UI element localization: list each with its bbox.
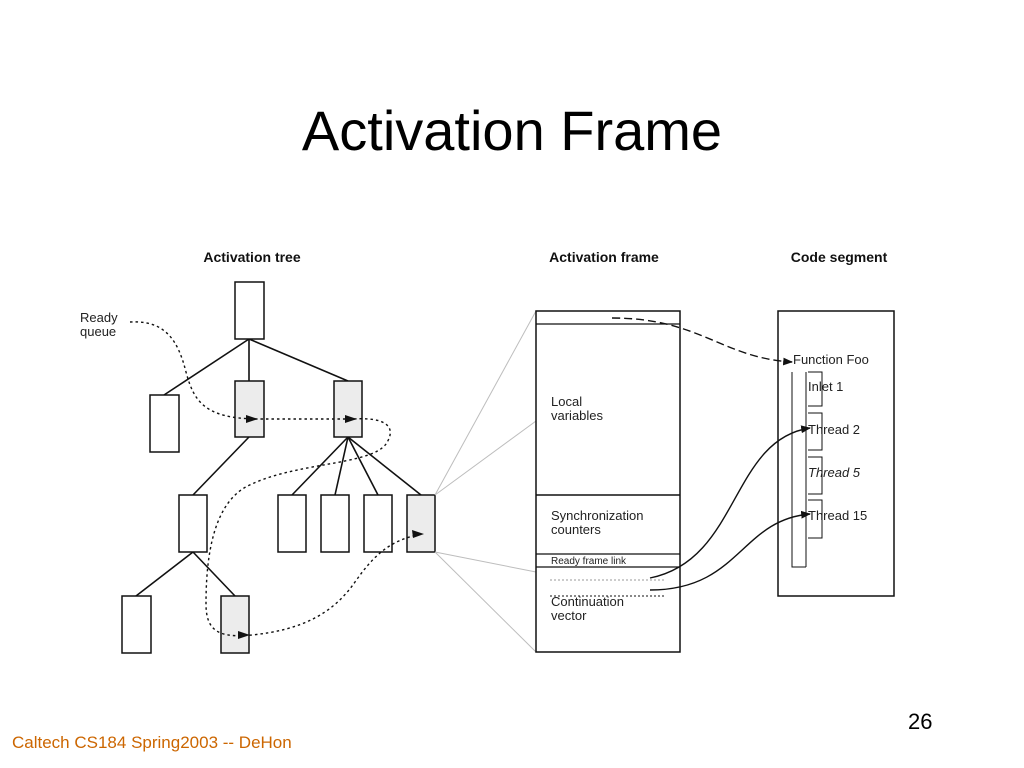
activation-frame <box>535 310 681 653</box>
code-pointers <box>611 317 811 591</box>
tree-edges <box>135 338 422 597</box>
pointer-to-thread-2 <box>649 425 811 579</box>
frame-continuation-vector-line1: Continuation <box>551 594 624 609</box>
ready-queue-arrowheads <box>238 415 424 639</box>
tree-node-l1-left <box>149 394 180 453</box>
tree-node-l3-left <box>121 595 152 654</box>
tree-node-l2-e <box>406 494 436 553</box>
code-inlet-1: Inlet 1 <box>808 379 843 394</box>
tree-node-l1-mid <box>234 380 265 438</box>
tree-node-l2-b <box>277 494 307 553</box>
tree-node-l1-right <box>333 380 363 438</box>
pointer-to-function <box>611 317 793 366</box>
frame-local-variables-line1: Local <box>551 394 582 409</box>
pointer-to-thread-15 <box>649 510 811 591</box>
header-activation-frame: Activation frame <box>549 249 659 265</box>
tree-node-root <box>234 281 265 340</box>
ready-queue-path <box>129 321 423 637</box>
frame-continuation-vector-line2: vector <box>551 608 587 623</box>
tree-node-l3-right <box>220 595 250 654</box>
projection-lines <box>434 310 537 653</box>
header-activation-tree: Activation tree <box>203 249 300 265</box>
tree-node-l2-d <box>363 494 393 553</box>
code-thread-15: Thread 15 <box>808 508 867 523</box>
footer-credit: Caltech CS184 Spring2003 -- DeHon <box>12 733 292 752</box>
frame-local-variables-line2: variables <box>551 408 604 423</box>
tree-node-l2-a <box>178 494 208 553</box>
tree-node-l2-c <box>320 494 350 553</box>
page-number: 26 <box>908 709 933 734</box>
ready-queue-label-line2: queue <box>80 324 116 339</box>
code-thread-2: Thread 2 <box>808 422 860 437</box>
header-code-segment: Code segment <box>791 249 888 265</box>
frame-sync-counters-line1: Synchronization <box>551 508 644 523</box>
tree-nodes <box>121 281 436 654</box>
slide-title: Activation Frame <box>301 99 723 162</box>
code-segment <box>777 310 895 597</box>
ready-queue-label-line1: Ready <box>80 310 118 325</box>
frame-sync-counters-line2: counters <box>551 522 601 537</box>
code-function-foo: Function Foo <box>793 352 869 367</box>
frame-ready-frame-link: Ready frame link <box>551 556 627 567</box>
code-thread-5: Thread 5 <box>808 465 861 480</box>
